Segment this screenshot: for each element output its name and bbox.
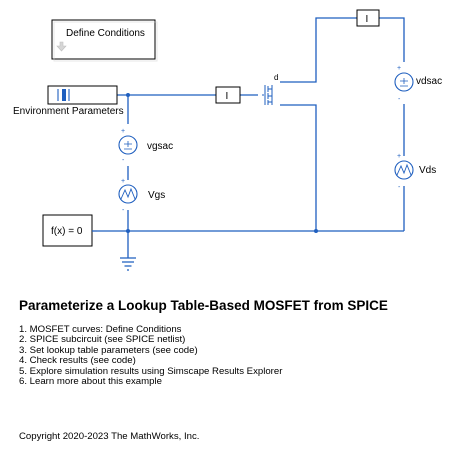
junction-dot — [126, 93, 130, 97]
vgs-source[interactable]: + - Vgs — [118, 178, 165, 214]
ac-source-icon — [400, 78, 408, 87]
plus-sign: + — [397, 65, 401, 72]
current-sensor-drain[interactable]: I — [356, 9, 380, 27]
ramp-source-icon — [120, 187, 136, 200]
step-item[interactable]: 6. Learn more about this example — [19, 376, 162, 388]
vgs-label: Vgs — [148, 190, 165, 201]
vds-source[interactable]: + - Vds — [394, 153, 436, 191]
mosfet-icon — [262, 85, 273, 105]
define-conditions-block[interactable]: Define Conditions — [51, 19, 158, 62]
wire-drain-sensor-right[interactable] — [379, 17, 405, 62]
ac-source-icon — [124, 141, 132, 150]
step-item[interactable]: 4. Check results (see code) — [19, 355, 136, 367]
junction-dot — [314, 229, 318, 233]
vdsac-label: vdsac — [416, 76, 442, 87]
copyright-text: Copyright 2020-2023 The MathWorks, Inc. — [19, 431, 200, 442]
vdsac-source[interactable]: + - vdsac — [394, 65, 442, 103]
wire-mosfet-drain[interactable] — [270, 17, 357, 85]
minus-sign: - — [122, 207, 125, 214]
minus-sign: - — [122, 157, 125, 164]
current-sensor-label: I — [226, 91, 229, 102]
mosfet-drain-label: d — [274, 73, 278, 82]
step-item[interactable]: 2. SPICE subcircuit (see SPICE netlist) — [19, 334, 186, 346]
solver-label: f(x) = 0 — [51, 226, 83, 237]
environment-parameters-block[interactable]: Environment Parameters — [13, 85, 124, 117]
arrow-down-icon — [56, 41, 67, 52]
step-item[interactable]: 3. Set lookup table parameters (see code… — [19, 344, 198, 356]
junction-dot — [126, 229, 130, 233]
environment-icon — [57, 89, 70, 101]
wire-mosfet-source[interactable] — [270, 103, 317, 231]
minus-sign: - — [398, 96, 401, 103]
current-sensor-label: I — [366, 14, 369, 25]
solver-configuration-block[interactable]: f(x) = 0 — [42, 214, 97, 247]
steps-list: 1. MOSFET curves: Define Conditions 2. S… — [19, 324, 283, 388]
vgsac-label: vgsac — [147, 141, 173, 152]
define-conditions-label: Define Conditions — [66, 28, 145, 39]
current-sensor-gate[interactable]: I — [215, 86, 241, 104]
plus-sign: + — [121, 128, 125, 135]
environment-parameters-label: Environment Parameters — [13, 106, 124, 117]
minus-sign: - — [398, 184, 401, 191]
vgsac-source[interactable]: + - vgsac — [118, 128, 173, 164]
step-item[interactable]: 1. MOSFET curves: Define Conditions — [19, 324, 182, 335]
step-item[interactable]: 5. Explore simulation results using Sims… — [19, 365, 283, 377]
vds-label: Vds — [419, 165, 436, 176]
page-title: Parameterize a Lookup Table-Based MOSFET… — [19, 298, 388, 313]
ground-icon[interactable] — [120, 257, 136, 271]
plus-sign: + — [121, 178, 125, 185]
ramp-source-icon — [396, 163, 412, 176]
plus-sign: + — [397, 153, 401, 160]
mosfet-block[interactable]: d — [258, 73, 280, 110]
